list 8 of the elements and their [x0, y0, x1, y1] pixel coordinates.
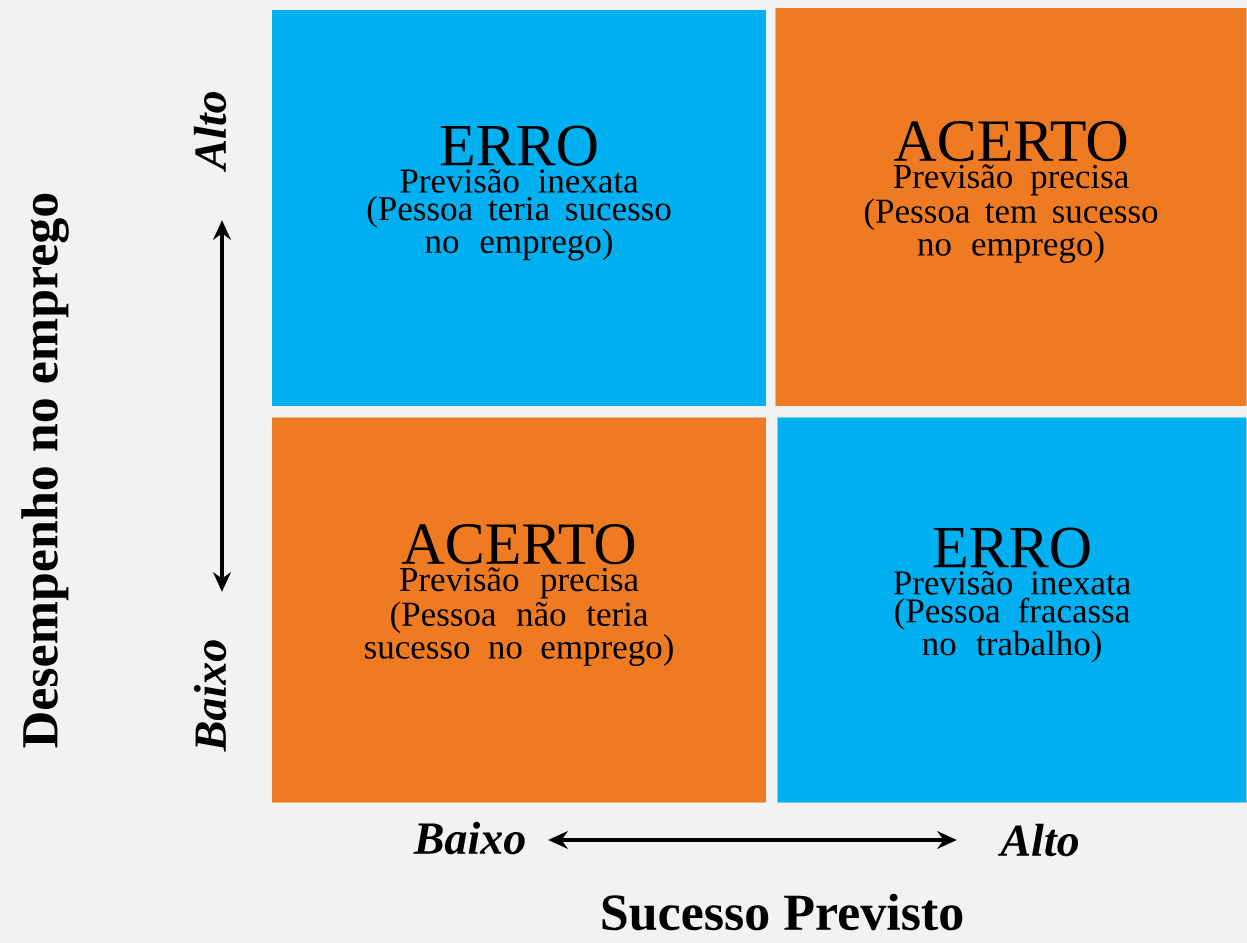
axis-title: Sucesso Previsto: [602, 893, 963, 931]
axis-label: Baixo: [193, 640, 227, 752]
quadrant-box: ERRO Previsão inexata (Pessoa teria sucesso no emprego): [272, 10, 766, 406]
axis-title: Desempenho no emprego: [21, 193, 69, 748]
axis-label: Alto: [193, 91, 227, 172]
quadrant-box: ACERTO Previsão precisa (Pessoa tem sucesso no emprego): [775, 8, 1247, 406]
quadrant-box: ERRO Previsão inexata (Pessoa fracassa no trabalho): [777, 417, 1247, 803]
quadrant-box: ACERTO Previsão precisa (Pessoa não teria sucesso no emprego): [272, 417, 766, 803]
